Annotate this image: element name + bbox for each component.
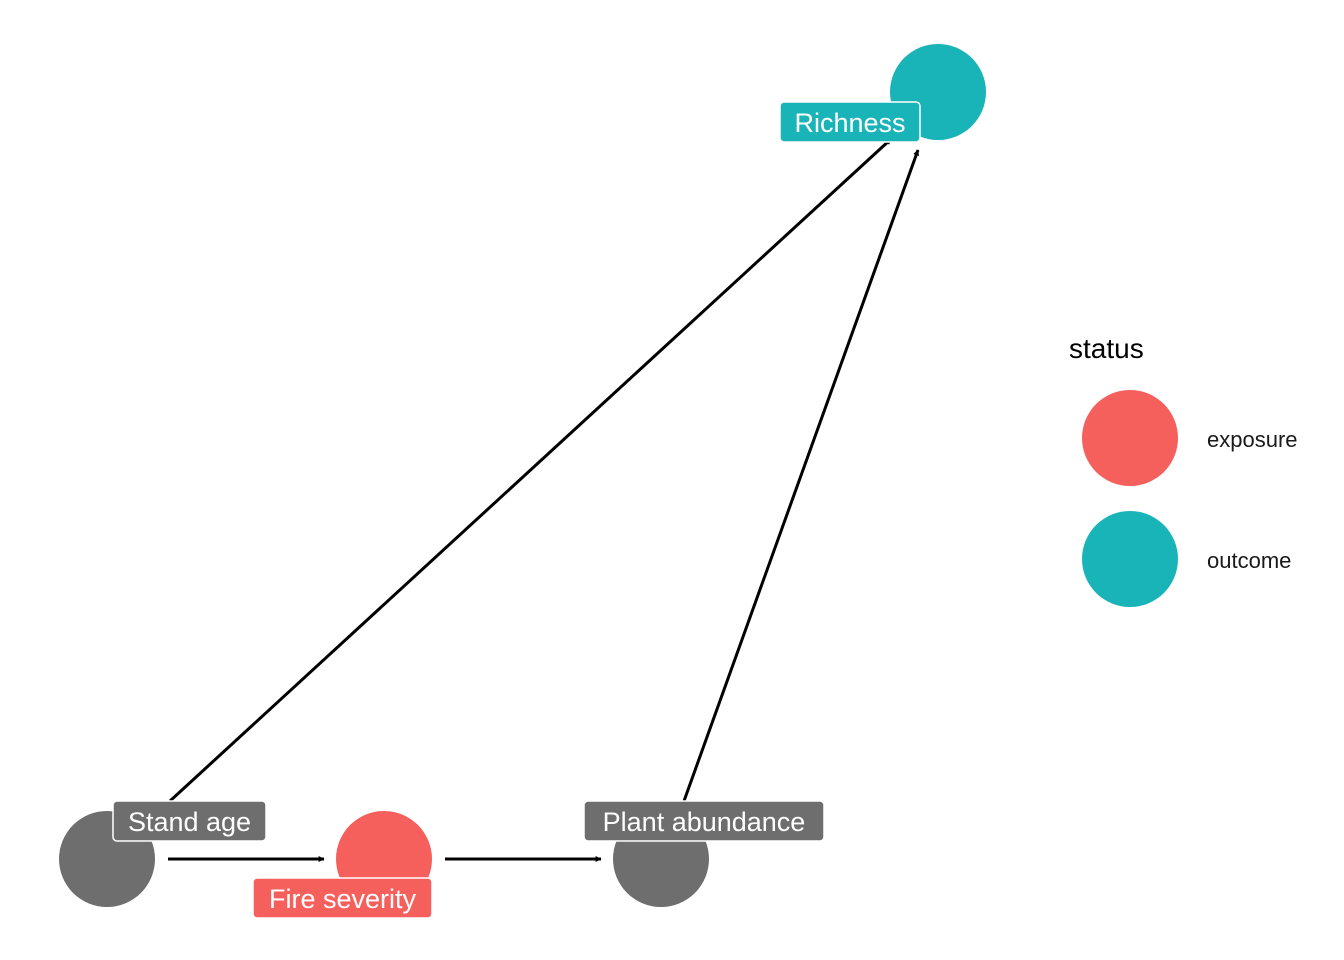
edge-stand-age-to-richness [168,137,893,803]
legend-key-exposure [1082,390,1178,486]
legend-label-outcome: outcome [1207,548,1291,573]
legend-label-exposure: exposure [1207,427,1298,452]
legend: status exposure outcome [1069,333,1298,607]
edges-layer [168,137,920,862]
edge-plant-abundance-to-richness [682,149,920,802]
label-fire-severity-text: Fire severity [269,884,417,914]
legend-key-outcome [1082,511,1178,607]
labels-layer: Stand age Fire severity Plant abundance … [112,101,921,919]
label-stand-age: Stand age [112,800,267,842]
label-plant-abundance-text: Plant abundance [603,807,806,837]
label-stand-age-text: Stand age [128,807,251,837]
label-fire-severity: Fire severity [252,877,433,919]
legend-title: status [1069,333,1144,364]
label-richness-text: Richness [794,108,905,138]
label-richness: Richness [779,101,921,143]
label-plant-abundance: Plant abundance [583,800,825,842]
